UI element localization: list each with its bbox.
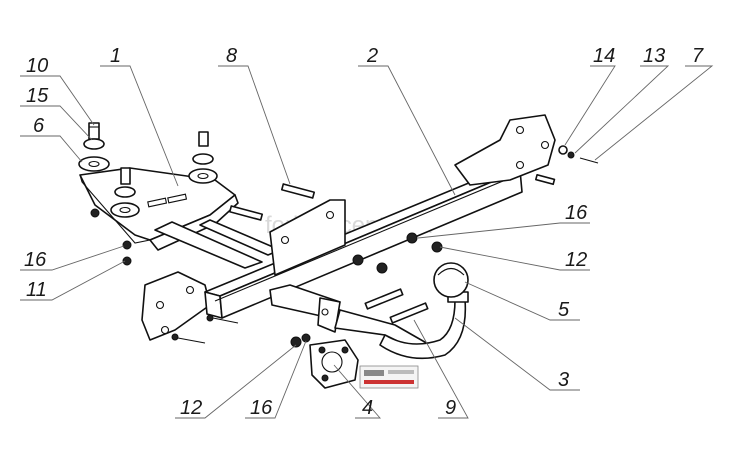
callout-13: 13: [643, 45, 665, 67]
callout-1: 1: [110, 45, 121, 67]
callout-6: 6: [33, 115, 45, 137]
right-side-plate: [454, 114, 556, 186]
callout-4: 4: [362, 397, 373, 419]
callout-8: 8: [226, 45, 237, 67]
bolt-right-upper: [188, 131, 218, 184]
left-side-plate: [141, 271, 211, 341]
callout-10: 10: [26, 55, 48, 77]
callout-11: 11: [26, 279, 47, 301]
callout-3: 3: [558, 369, 569, 391]
callout-12-right: 12: [565, 249, 587, 271]
callout-2: 2: [366, 45, 378, 67]
callout-7: 7: [692, 45, 704, 67]
callout-16-left: 16: [24, 249, 47, 271]
bolt-10: [78, 122, 110, 172]
leader-lines: [20, 65, 714, 419]
bolt-center: [110, 167, 140, 218]
callout-5: 5: [558, 299, 570, 321]
socket-plate: [309, 339, 359, 389]
callout-16-bottom: 16: [250, 397, 273, 419]
drawbar-arm: [269, 284, 431, 353]
center-mount-plate: [269, 199, 346, 276]
brand-logo: [359, 365, 419, 389]
callout-12-bottom: 12: [180, 397, 202, 419]
callout-16-right: 16: [565, 202, 588, 224]
tow-ball: [433, 262, 469, 298]
callout-15: 15: [26, 85, 49, 107]
callout-9: 9: [445, 397, 456, 419]
callout-14: 14: [593, 45, 615, 67]
bolt-8: [228, 183, 316, 221]
